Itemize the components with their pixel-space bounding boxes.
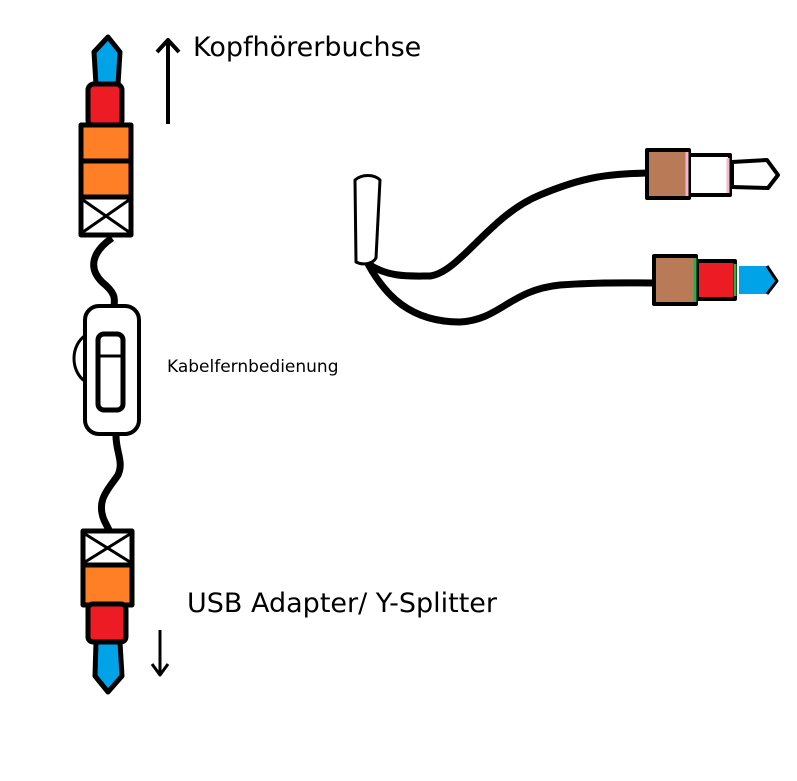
cable-remote-label: Kabelfernbedienung — [167, 357, 339, 377]
headphone-jack-label: Kopfhörerbuchse — [193, 32, 422, 63]
arrow-down-icon — [150, 630, 170, 677]
remote-slider — [95, 331, 126, 413]
cable-top — [90, 235, 118, 309]
top-plug — [78, 34, 134, 238]
bottom-plug-tip — [92, 639, 125, 695]
bottom-plug — [80, 528, 135, 695]
cable-bottom — [97, 435, 124, 534]
lower-plug-body — [652, 254, 698, 306]
lower-plug-tip — [739, 266, 777, 294]
upper-plug-tip — [730, 158, 780, 190]
splitter-cable-lower — [364, 262, 655, 326]
upper-plug-body — [645, 148, 691, 200]
y-splitter — [353, 148, 780, 326]
cable-remote — [72, 304, 141, 436]
remote-side-button — [72, 333, 87, 384]
bottom-plug-sleeve — [80, 562, 135, 608]
splitter-cable-upper — [366, 169, 648, 280]
bottom-plug-ring — [85, 601, 129, 645]
splitter-female-jack — [353, 174, 382, 266]
usb-adapter-label: USB Adapter/ Y-Splitter — [187, 588, 497, 619]
arrow-up-icon — [155, 38, 181, 124]
top-plug-ring — [85, 81, 125, 129]
top-plug-tip — [91, 34, 123, 88]
